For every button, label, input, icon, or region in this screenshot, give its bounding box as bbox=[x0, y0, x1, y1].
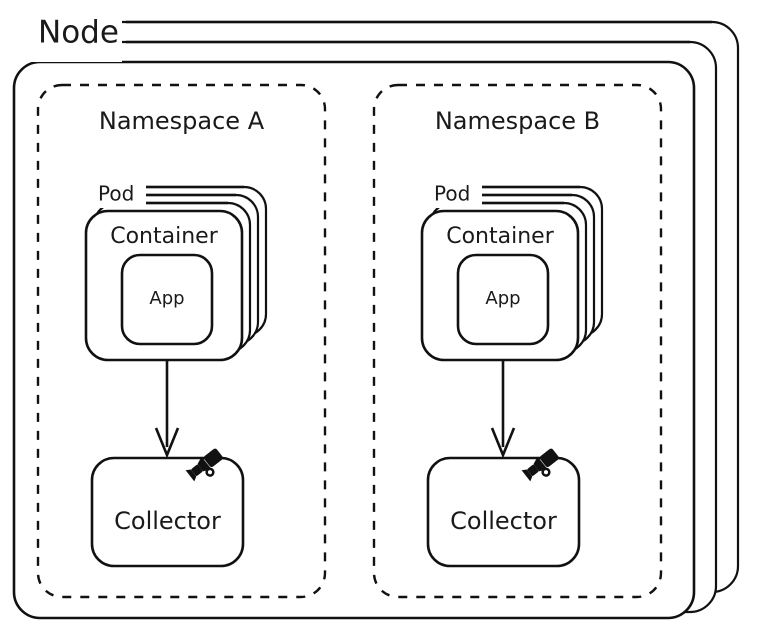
collector-box[interactable] bbox=[426, 456, 581, 568]
collector-label: Collector bbox=[450, 507, 557, 535]
namespace-b-label: Namespace B bbox=[435, 107, 600, 135]
pod-label-backdrop bbox=[96, 180, 146, 208]
node-stack-top-lines bbox=[126, 20, 712, 44]
pod-a-stack-top-lines bbox=[146, 185, 244, 205]
collector-box[interactable] bbox=[90, 456, 245, 568]
pod-label: Pod bbox=[98, 182, 134, 206]
collector-label: Collector bbox=[114, 507, 221, 535]
namespace-a-box[interactable] bbox=[36, 83, 327, 599]
namespace-b-flow-arrow bbox=[490, 360, 516, 459]
pod-label: Pod bbox=[434, 182, 470, 206]
namespace-a-flow-arrow bbox=[154, 360, 180, 459]
telescope-icon bbox=[185, 448, 223, 482]
node-label: Node bbox=[38, 15, 119, 51]
node-label-backdrop bbox=[26, 8, 122, 62]
telescope-icon bbox=[521, 448, 559, 482]
app-box[interactable] bbox=[456, 253, 550, 346]
pod-label-backdrop bbox=[432, 180, 482, 208]
container-label: Container bbox=[446, 224, 554, 249]
namespace-b-group: Namespace B Pod Container App bbox=[372, 83, 663, 599]
app-label: App bbox=[485, 288, 520, 309]
namespace-b-box[interactable] bbox=[372, 83, 663, 599]
pod-b-stack-top-lines bbox=[482, 185, 580, 205]
container-label: Container bbox=[110, 224, 218, 249]
app-box[interactable] bbox=[120, 253, 214, 346]
app-label: App bbox=[149, 288, 184, 309]
namespace-a-group: Namespace A Pod Container App bbox=[36, 83, 327, 599]
namespace-a-label: Namespace A bbox=[99, 107, 265, 135]
